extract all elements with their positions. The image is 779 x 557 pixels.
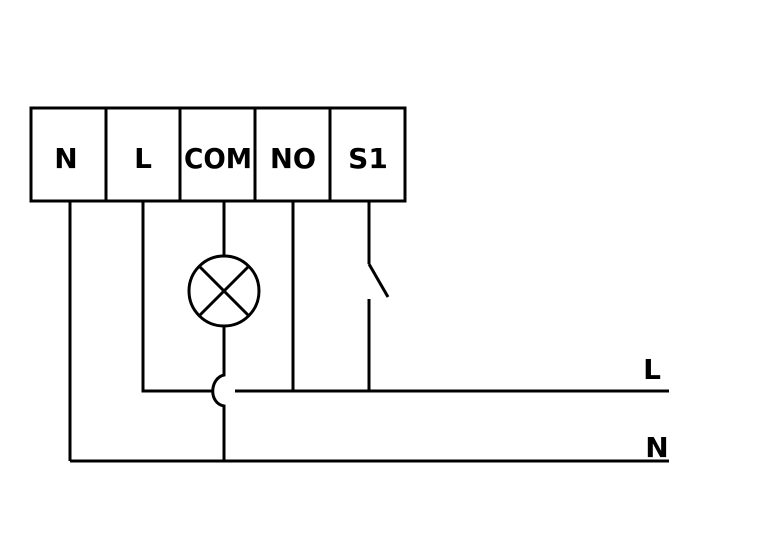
switch-icon <box>367 263 390 298</box>
terminal-label-com: COM <box>184 142 252 175</box>
wire-l-terminal <box>141 201 213 393</box>
terminal-label-no: NO <box>270 142 316 175</box>
terminal-block: N L COM NO S1 <box>29 106 407 203</box>
wire-lamp-to-neutral <box>211 326 226 461</box>
neutral-line-label: N <box>645 431 668 464</box>
terminal-label-n: N <box>54 142 77 175</box>
lamp-icon <box>187 254 261 328</box>
live-line-label: L <box>643 353 661 386</box>
terminal-label-l: L <box>134 142 152 175</box>
terminal-label-s1: S1 <box>348 142 388 175</box>
terminal-block-frame <box>29 106 407 203</box>
